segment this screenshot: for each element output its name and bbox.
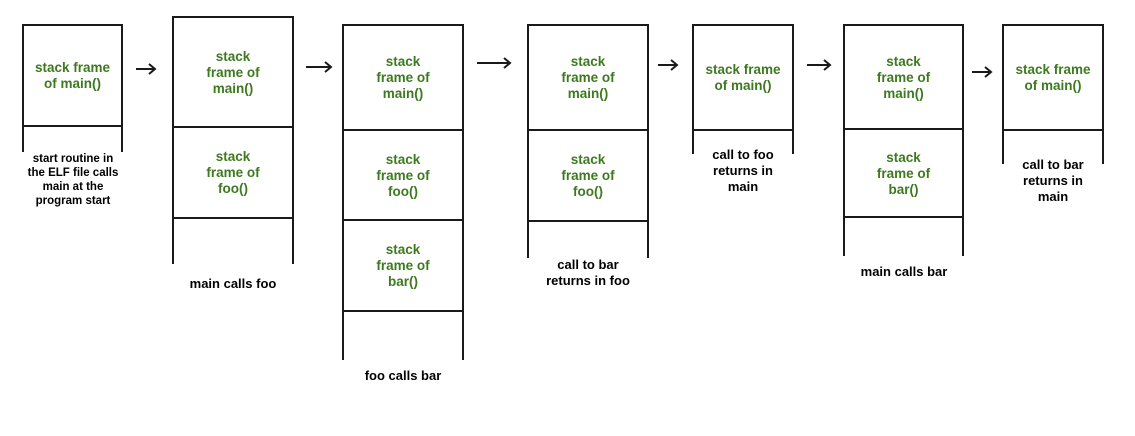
stack-frame-main: stack frame of main() (705, 62, 781, 93)
frame-divider (342, 129, 464, 131)
stack-6-caption: main calls bar (860, 264, 948, 279)
stack-1: stack frame of main() (22, 24, 123, 152)
stack-frame-main: stack frame of main() (376, 54, 430, 101)
right-arrow-icon (972, 66, 994, 78)
stack-frame-foo: stack frame of foo() (206, 149, 260, 196)
stack-frame-main: stack frame of main() (206, 48, 260, 96)
stack-3: stack frame of main() stack frame of foo… (342, 24, 464, 360)
stack-7-caption: call to bar returns in main (1022, 157, 1084, 204)
stack-frame-main: stack frame of main() (1015, 62, 1091, 93)
stack-frame-bar: stack frame of bar() (376, 242, 430, 289)
stack-frame-main: stack frame of main() (34, 60, 111, 91)
stack-2-caption: main calls foo (189, 276, 277, 291)
stack-5-caption: call to foo returns in main (712, 147, 774, 194)
stack-4-caption: call to bar returns in foo (546, 257, 630, 288)
stack-6: stack frame of main() stack frame of bar… (843, 24, 964, 256)
frame-divider (843, 216, 964, 218)
frame-divider (342, 219, 464, 221)
frame-divider (172, 217, 294, 219)
stack-3-caption: foo calls bar (364, 368, 442, 383)
stack-frame-foo: stack frame of foo() (376, 151, 430, 199)
frame-divider (172, 126, 294, 128)
stack-frame-main: stack frame of main() (876, 53, 931, 101)
stack-7: stack frame of main() (1002, 24, 1104, 164)
frame-divider (342, 310, 464, 312)
frame-divider (22, 125, 123, 127)
stack-frame-bar: stack frame of bar() (876, 149, 931, 197)
frame-divider (1002, 129, 1104, 131)
right-arrow-icon (477, 57, 513, 69)
frame-divider (692, 129, 794, 131)
right-arrow-icon (306, 61, 334, 73)
frame-divider (527, 129, 649, 131)
stack-frame-foo: stack frame of foo() (561, 152, 615, 199)
frame-divider (843, 128, 964, 130)
right-arrow-icon (807, 59, 833, 71)
stack-4: stack frame of main() stack frame of foo… (527, 24, 649, 258)
stack-1-caption: start routine in the ELF file calls main… (27, 153, 119, 207)
stack-2: stack frame of main() stack frame of foo… (172, 16, 294, 264)
stack-5: stack frame of main() (692, 24, 794, 154)
right-arrow-icon (136, 63, 158, 75)
frame-divider (527, 220, 649, 222)
stack-frame-main: stack frame of main() (561, 54, 615, 101)
right-arrow-icon (658, 59, 680, 71)
